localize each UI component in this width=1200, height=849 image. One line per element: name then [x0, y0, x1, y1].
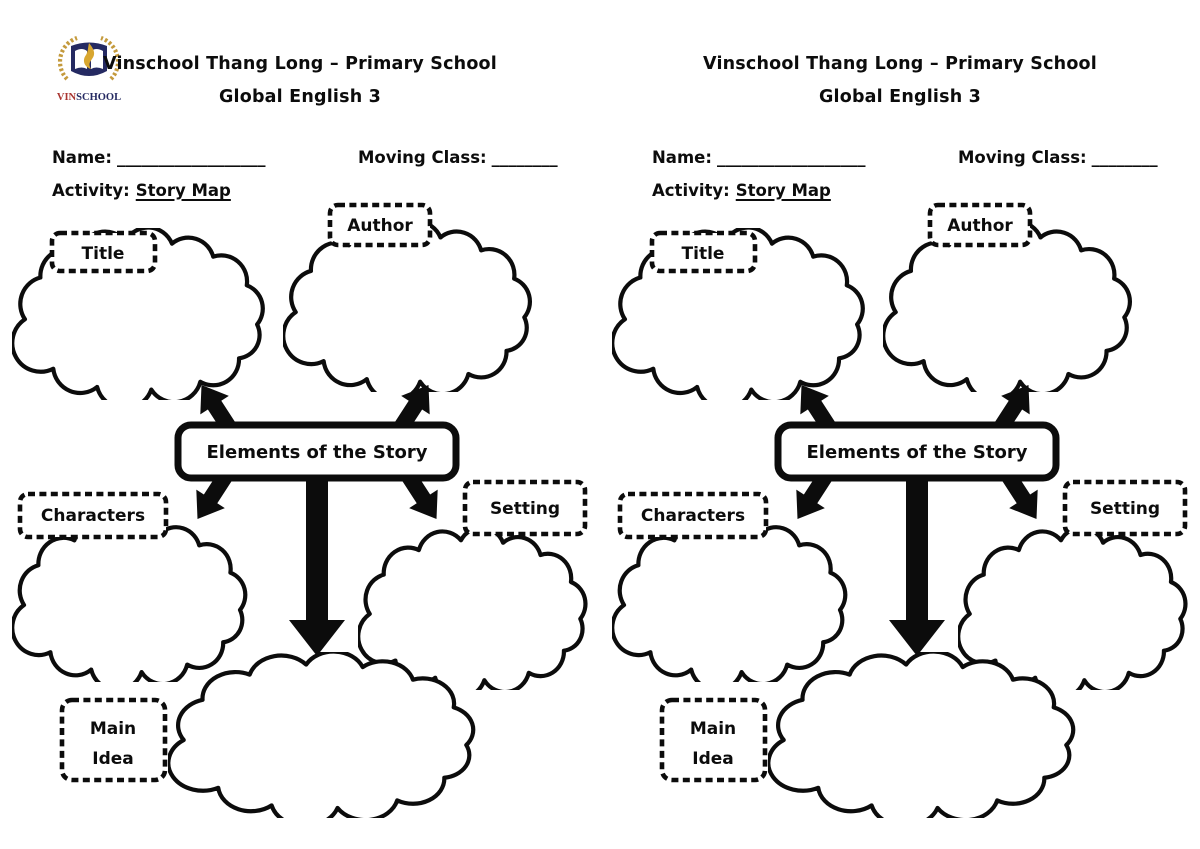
header-program-name: Global English 3: [818, 87, 982, 107]
arrow-to-main-idea-icon: [289, 470, 345, 656]
author-label: Author: [947, 216, 1013, 236]
phoenix-flame-icon: [83, 43, 95, 69]
elements-of-story-label: Elements of the Story: [207, 442, 428, 463]
main-idea-cloud: [168, 652, 473, 827]
setting-label: Setting: [490, 499, 560, 519]
author-label: Author: [347, 216, 413, 236]
vinschool-logo: VINSCHOOL: [57, 36, 121, 103]
moving-class-blank-line: ________: [1091, 148, 1158, 167]
moving-class-blank-line: ________: [491, 148, 558, 167]
name-row: Name:__________________: [52, 148, 265, 167]
logo-text-school: SCHOOL: [76, 92, 121, 103]
characters-cloud: [612, 518, 845, 691]
story-map-diagram: Elements of the Story Title Author Chara…: [600, 202, 1200, 840]
main-idea-label-line1: Main: [90, 719, 136, 739]
setting-label: Setting: [1090, 499, 1160, 519]
author-box: [327, 202, 433, 248]
elements-of-story-label: Elements of the Story: [807, 442, 1028, 463]
worksheet-panel-left: VINSCHOOL Vinschool Thang Long – Primary…: [0, 36, 600, 849]
laurel-right-icon: [100, 36, 121, 81]
name-blank-line: __________________: [116, 148, 266, 167]
elements-of-story-box: [174, 421, 460, 482]
activity-row: Activity: Story Map: [652, 181, 831, 200]
worksheet-panel-right: Vinschool Thang Long – Primary School Gl…: [600, 0, 1200, 849]
moving-class-label: Moving Class:: [358, 148, 487, 167]
characters-label: Characters: [641, 506, 745, 526]
title-label: Title: [82, 244, 125, 264]
story-map-diagram: Elements of the Story Title Author Chara…: [0, 202, 600, 840]
setting-box: [462, 479, 588, 537]
logo-text-vin: VIN: [57, 92, 77, 103]
main-idea-label-line1: Main: [690, 719, 736, 739]
header-school-name: Vinschool Thang Long – Primary School: [103, 54, 497, 74]
characters-box: [17, 491, 169, 540]
title-box: [649, 230, 758, 274]
setting-box: [1062, 479, 1188, 537]
author-cloud: [883, 222, 1130, 401]
name-label: Name:: [652, 148, 712, 167]
activity-value: Story Map: [735, 181, 831, 200]
moving-class-label: Moving Class:: [958, 148, 1087, 167]
activity-value: Story Map: [135, 181, 231, 200]
characters-label: Characters: [41, 506, 145, 526]
main-idea-box: [659, 697, 768, 783]
header-program-name: Global English 3: [218, 87, 382, 107]
main-idea-label-line2: Idea: [92, 749, 134, 769]
characters-box: [617, 491, 769, 540]
author-box: [927, 202, 1033, 248]
activity-label: Activity:: [52, 181, 130, 200]
logo-wordmark: VINSCHOOL: [57, 92, 121, 103]
moving-class-row: Moving Class:________: [958, 148, 1158, 167]
moving-class-row: Moving Class:________: [358, 148, 558, 167]
title-label: Title: [682, 244, 725, 264]
laurel-left-icon: [57, 36, 78, 81]
activity-label: Activity:: [652, 181, 730, 200]
elements-of-story-box: [774, 421, 1060, 482]
main-idea-box: [59, 697, 168, 783]
main-idea-cloud: [768, 652, 1073, 827]
name-row: Name:__________________: [652, 148, 865, 167]
characters-cloud: [12, 518, 245, 691]
main-idea-label-line2: Idea: [692, 749, 734, 769]
author-cloud: [283, 222, 530, 401]
arrow-to-main-idea-icon: [889, 470, 945, 656]
book-page-left: [75, 49, 87, 69]
header-school-name: Vinschool Thang Long – Primary School: [703, 54, 1097, 74]
title-box: [49, 230, 158, 274]
activity-row: Activity: Story Map: [52, 181, 231, 200]
name-label: Name:: [52, 148, 112, 167]
name-blank-line: __________________: [716, 148, 866, 167]
